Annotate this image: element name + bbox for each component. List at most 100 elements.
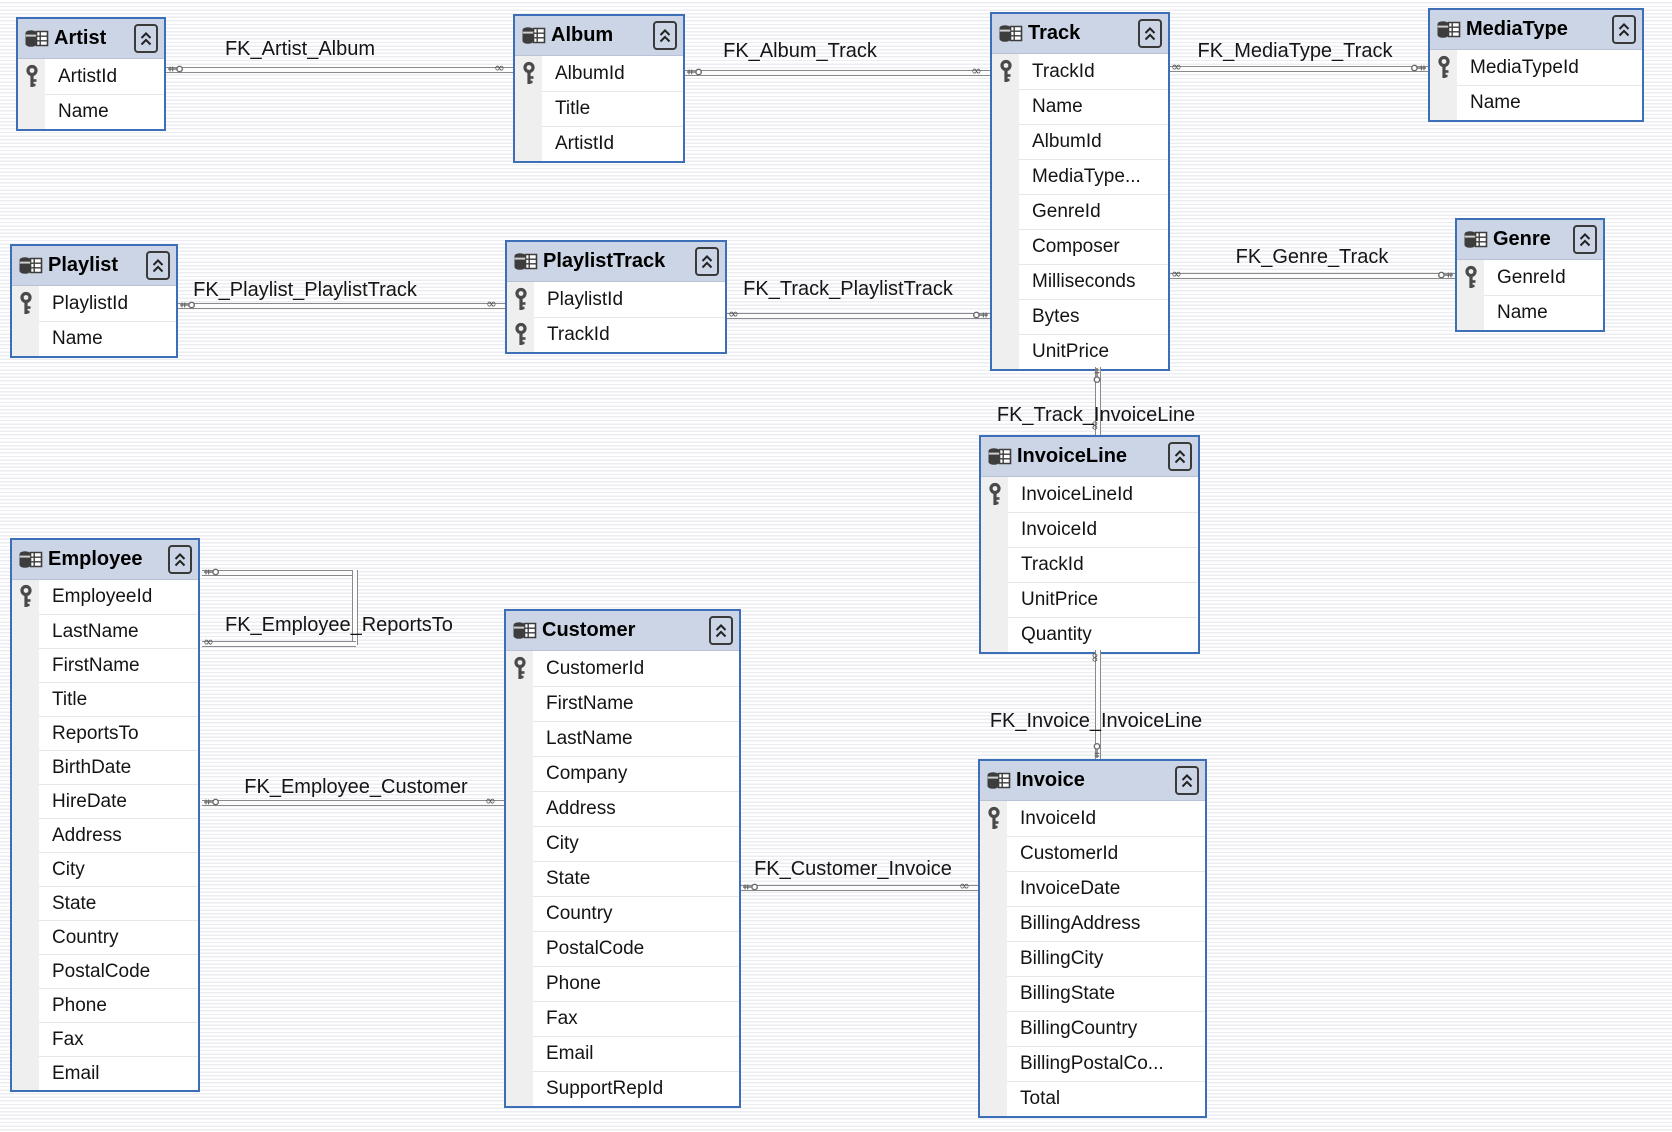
column-row[interactable]: Name [992, 89, 1168, 124]
collapse-chevrons-icon[interactable] [709, 616, 733, 645]
column-row[interactable]: TrackId [507, 317, 725, 352]
relationship-line-fk_invoice_invoiceline[interactable] [1095, 650, 1101, 759]
column-row[interactable]: BillingAddress [980, 906, 1205, 941]
table-header[interactable]: Artist [18, 19, 164, 59]
column-row[interactable]: FirstName [506, 686, 739, 721]
relationship-line-fk_employee_reportsto[interactable] [202, 570, 356, 576]
collapse-chevrons-icon[interactable] [146, 251, 170, 280]
column-row[interactable]: Company [506, 756, 739, 791]
column-row[interactable]: Country [506, 896, 739, 931]
column-row[interactable]: MediaType... [992, 159, 1168, 194]
column-row[interactable]: Address [12, 818, 198, 852]
column-row[interactable]: Address [506, 791, 739, 826]
column-row[interactable]: Fax [12, 1022, 198, 1056]
table-header[interactable]: Track [992, 14, 1168, 54]
column-row[interactable]: Milliseconds [992, 264, 1168, 299]
column-row[interactable]: City [12, 852, 198, 886]
collapse-chevrons-icon[interactable] [168, 545, 192, 574]
column-row[interactable]: Country [12, 920, 198, 954]
column-row[interactable]: ReportsTo [12, 716, 198, 750]
relationship-line-fk_artist_album[interactable] [166, 67, 513, 73]
relationship-line-fk_genre_track[interactable] [1170, 273, 1455, 279]
column-row[interactable]: MediaTypeId [1430, 50, 1642, 85]
column-row[interactable]: Name [1457, 295, 1603, 330]
column-row[interactable]: Composer [992, 229, 1168, 264]
column-row[interactable]: BillingCountry [980, 1011, 1205, 1046]
column-row[interactable]: PostalCode [12, 954, 198, 988]
table-header[interactable]: MediaType [1430, 10, 1642, 50]
column-row[interactable]: EmployeeId [12, 580, 198, 614]
collapse-chevrons-icon[interactable] [134, 24, 158, 53]
collapse-chevrons-icon[interactable] [1573, 225, 1597, 254]
relationship-line-fk_customer_invoice[interactable] [741, 885, 978, 891]
table-header[interactable]: Album [515, 16, 683, 56]
column-row[interactable]: TrackId [992, 54, 1168, 89]
column-row[interactable]: TrackId [981, 547, 1198, 582]
column-row[interactable]: Name [18, 94, 164, 129]
relationship-line-fk_employee_customer[interactable] [202, 800, 504, 806]
column-row[interactable]: BillingPostalCo... [980, 1046, 1205, 1081]
relationship-line-fk_track_playlisttrack[interactable] [727, 313, 990, 319]
column-row[interactable]: GenreId [1457, 260, 1603, 295]
relationship-line-fk_employee_reportsto[interactable] [202, 641, 356, 647]
column-row[interactable]: Email [506, 1036, 739, 1071]
column-row[interactable]: Name [12, 321, 176, 356]
relationship-line-fk_playlist_playlisttrack[interactable] [178, 303, 505, 309]
column-row[interactable]: Email [12, 1056, 198, 1090]
relationship-line-fk_album_track[interactable] [685, 70, 990, 76]
column-row[interactable]: Bytes [992, 299, 1168, 334]
column-row[interactable]: Quantity [981, 617, 1198, 652]
column-row[interactable]: CustomerId [980, 836, 1205, 871]
column-row[interactable]: PlaylistId [12, 286, 176, 321]
column-row[interactable]: SupportRepId [506, 1071, 739, 1106]
column-row[interactable]: BillingState [980, 976, 1205, 1011]
table-header[interactable]: Invoice [980, 761, 1205, 801]
column-row[interactable]: CustomerId [506, 651, 739, 686]
table-header[interactable]: Genre [1457, 220, 1603, 260]
column-row[interactable]: LastName [506, 721, 739, 756]
table-header[interactable]: InvoiceLine [981, 437, 1198, 477]
relationship-line-fk_employee_reportsto[interactable] [352, 570, 358, 645]
table-header[interactable]: Playlist [12, 246, 176, 286]
column-row[interactable]: InvoiceId [981, 512, 1198, 547]
table-header[interactable]: Employee [12, 540, 198, 580]
column-row[interactable]: AlbumId [992, 124, 1168, 159]
column-row[interactable]: LastName [12, 614, 198, 648]
collapse-chevrons-icon[interactable] [695, 247, 719, 276]
column-row[interactable]: State [506, 861, 739, 896]
column-row[interactable]: InvoiceLineId [981, 477, 1198, 512]
column-row[interactable]: UnitPrice [992, 334, 1168, 369]
collapse-chevrons-icon[interactable] [1168, 442, 1192, 471]
column-row[interactable]: ArtistId [515, 126, 683, 161]
collapse-chevrons-icon[interactable] [653, 21, 677, 50]
column-row[interactable]: Name [1430, 85, 1642, 120]
column-row[interactable]: Title [515, 91, 683, 126]
column-row[interactable]: UnitPrice [981, 582, 1198, 617]
collapse-chevrons-icon[interactable] [1175, 766, 1199, 795]
column-row[interactable]: Phone [506, 966, 739, 1001]
column-row[interactable]: State [12, 886, 198, 920]
table-header[interactable]: PlaylistTrack [507, 242, 725, 282]
column-row[interactable]: Phone [12, 988, 198, 1022]
column-row[interactable]: Title [12, 682, 198, 716]
table-header[interactable]: Customer [506, 611, 739, 651]
column-row[interactable]: HireDate [12, 784, 198, 818]
column-row[interactable]: City [506, 826, 739, 861]
column-row[interactable]: InvoiceDate [980, 871, 1205, 906]
column-row[interactable]: ArtistId [18, 59, 164, 94]
column-row[interactable]: InvoiceId [980, 801, 1205, 836]
collapse-chevrons-icon[interactable] [1612, 15, 1636, 44]
column-row[interactable]: BillingCity [980, 941, 1205, 976]
column-row[interactable]: FirstName [12, 648, 198, 682]
